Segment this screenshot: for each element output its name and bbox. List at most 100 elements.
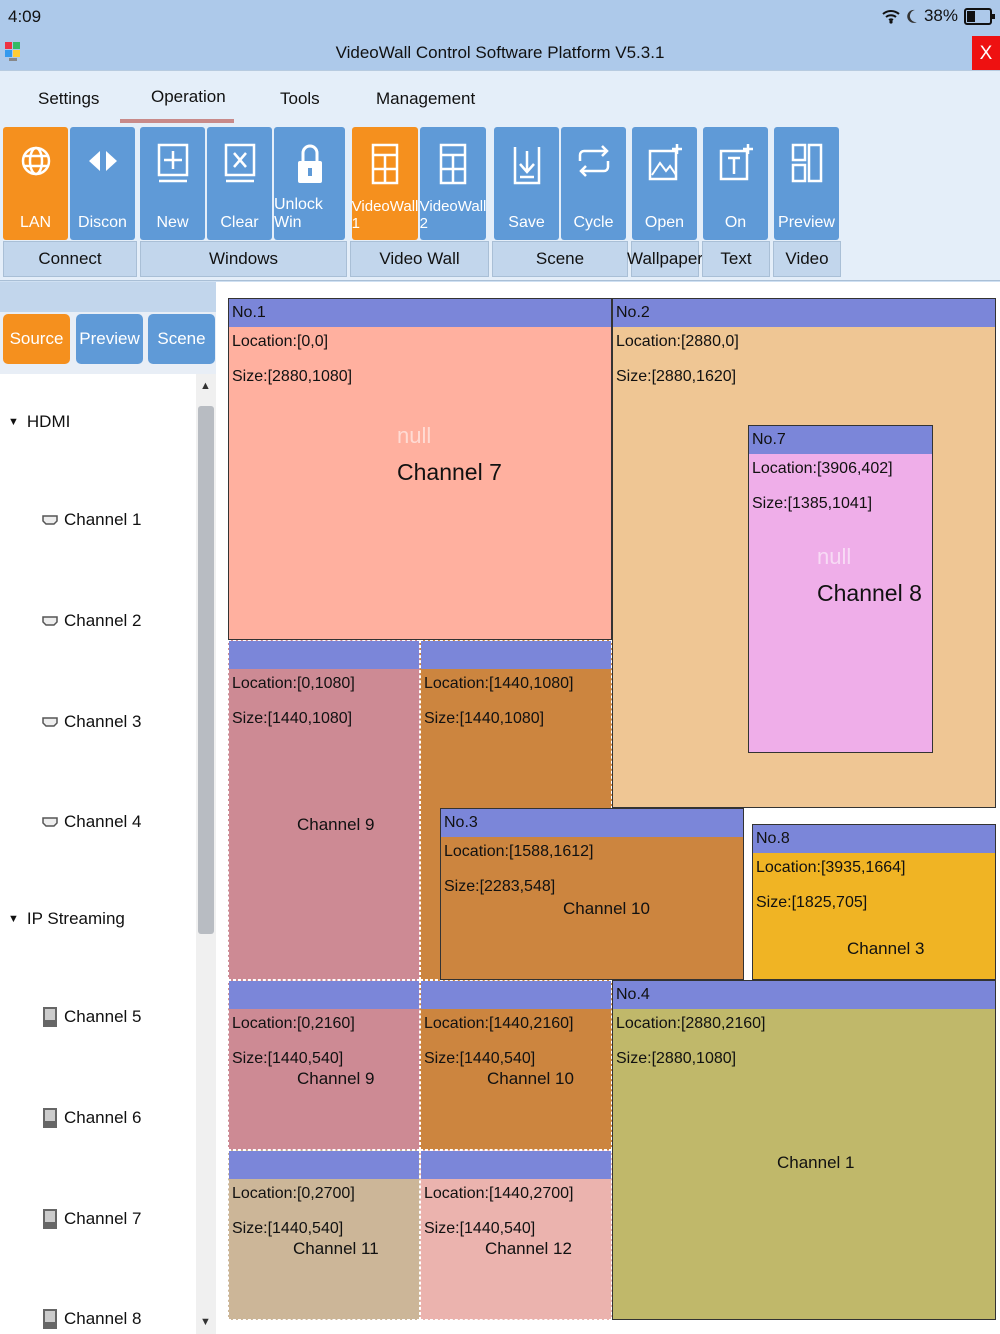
menu-tools[interactable]: Tools	[280, 89, 320, 108]
videowall-2-label: VideoWall 2	[419, 198, 487, 232]
text-add-icon	[719, 144, 753, 181]
hdmi-port-icon	[42, 515, 58, 525]
cycle-scene-button[interactable]: Cycle	[561, 127, 626, 240]
window-header[interactable]: No.3	[441, 809, 743, 837]
window-location: Location:[3906,402]	[752, 460, 893, 477]
tree-item-channel-1[interactable]: Channel 1	[42, 510, 142, 530]
window-header[interactable]: No.8	[753, 825, 995, 853]
tree-item-channel-7[interactable]: Channel 7	[42, 1208, 142, 1230]
tree-item-label: Channel 3	[64, 712, 142, 731]
window-channel: Channel 1	[777, 1153, 855, 1172]
window-location: Location:[1588,1612]	[444, 843, 594, 860]
window-channel: Channel 11	[293, 1239, 379, 1258]
preview-layout-icon	[791, 143, 822, 183]
text-on-button[interactable]: On	[703, 127, 768, 240]
scroll-thumb[interactable]	[198, 406, 214, 934]
menu-settings[interactable]: Settings	[38, 89, 100, 108]
videowall-canvas[interactable]: No.1 Location:[0,0] Size:[2880,1080] nul…	[216, 282, 1000, 1334]
close-button[interactable]: X	[972, 36, 1000, 70]
lan-button[interactable]: LAN	[3, 127, 68, 240]
window-header[interactable]: No.7	[749, 426, 932, 454]
window-location: Location:[1440,2160]	[424, 1015, 574, 1032]
tree-group-ip-streaming[interactable]: ▼IP Streaming	[8, 909, 125, 929]
window-header[interactable]: No.4	[613, 981, 995, 1009]
window-location: Location:[0,2160]	[232, 1015, 355, 1032]
source-null-text: null	[397, 423, 432, 448]
window-header[interactable]	[421, 1151, 611, 1179]
ip-stream-icon	[43, 1108, 57, 1128]
window-location: Location:[1440,2700]	[424, 1185, 574, 1202]
window-header[interactable]	[229, 641, 419, 669]
window-channel: Channel 9	[297, 815, 375, 834]
window-channel: Channel 10	[487, 1069, 574, 1088]
new-window-button[interactable]: New	[140, 127, 205, 240]
tree-item-label: Channel 7	[64, 1209, 142, 1228]
videowall-1-label: VideoWall 1	[351, 198, 419, 232]
save-scene-button[interactable]: Save	[494, 127, 559, 240]
group-video: Video	[773, 241, 841, 277]
tree-item-channel-2[interactable]: Channel 2	[42, 611, 142, 631]
tree-item-channel-5[interactable]: Channel 5	[42, 1006, 142, 1028]
ribbon-toolbar: LAN Discon New Clear Unlock Win VideoWal…	[0, 124, 1000, 281]
tree-item-channel-3[interactable]: Channel 3	[42, 712, 142, 732]
menu-management[interactable]: Management	[376, 89, 476, 108]
window-split-r3c1[interactable]: Location:[0,2700] Size:[1440,540] Channe…	[228, 1150, 420, 1320]
videowall-grid-icon	[371, 143, 399, 185]
tree-scrollbar[interactable]: ▲ ▼	[196, 374, 216, 1334]
videowall-2-button[interactable]: VideoWall 2	[420, 127, 486, 240]
scroll-down-icon[interactable]: ▼	[200, 1316, 211, 1328]
image-add-icon	[648, 144, 682, 181]
videowall-1-button[interactable]: VideoWall 1	[352, 127, 418, 240]
menu-operation[interactable]: Operation	[151, 87, 226, 106]
window-split-r2c1[interactable]: Location:[0,2160] Size:[1440,540] Channe…	[228, 980, 420, 1150]
window-location: Location:[2880,2160]	[616, 1015, 766, 1032]
window-location: Location:[0,0]	[232, 333, 329, 350]
status-time: 4:09	[8, 7, 42, 26]
disconnect-button[interactable]: Discon	[70, 127, 135, 240]
tab-source[interactable]: Source	[3, 314, 70, 364]
window-no8[interactable]: No.8 Location:[3935,1664] Size:[1825,705…	[752, 824, 996, 980]
scroll-up-icon[interactable]: ▲	[200, 380, 211, 392]
window-header[interactable]	[421, 981, 611, 1009]
preview-video-button[interactable]: Preview	[774, 127, 839, 240]
window-split-r3c2[interactable]: Location:[1440,2700] Size:[1440,540] Cha…	[420, 1150, 612, 1320]
window-split-r2c2[interactable]: Location:[1440,2160] Size:[1440,540] Cha…	[420, 980, 612, 1150]
window-no3[interactable]: No.3 Location:[1588,1612] Size:[2283,548…	[440, 808, 744, 980]
window-location: Location:[2880,0]	[616, 333, 739, 350]
clear-windows-button[interactable]: Clear	[207, 127, 272, 240]
moon-icon	[907, 9, 917, 23]
window-no1[interactable]: No.1 Location:[0,0] Size:[2880,1080] nul…	[228, 298, 612, 640]
battery-icon	[964, 7, 995, 25]
window-channel: Channel 9	[297, 1069, 375, 1088]
window-header[interactable]: No.1	[229, 299, 611, 327]
group-windows: Windows	[140, 241, 347, 277]
window-location: Location:[0,2700]	[232, 1185, 355, 1202]
tree-item-channel-6[interactable]: Channel 6	[42, 1107, 142, 1129]
tree-item-channel-4[interactable]: Channel 4	[42, 812, 142, 832]
unlock-window-button[interactable]: Unlock Win	[274, 127, 345, 240]
tree-item-channel-8[interactable]: Channel 8	[42, 1308, 142, 1330]
tab-scene[interactable]: Scene	[148, 314, 215, 364]
window-header[interactable]: No.2	[613, 299, 995, 327]
tree-item-label: Channel 8	[64, 1309, 142, 1328]
open-wallpaper-button[interactable]: Open	[632, 127, 697, 240]
ip-stream-icon	[43, 1209, 57, 1229]
unlock-label: Unlock Win	[274, 196, 323, 231]
window-title: VideoWall Control Software Platform V5.3…	[335, 43, 665, 62]
battery-percent: 38%	[923, 6, 958, 25]
source-panel: Source Preview Scene ▼HDMI Channel 1 Cha…	[0, 282, 216, 1334]
menu-bar: Settings Operation Tools Management	[0, 70, 1000, 125]
window-header[interactable]	[229, 981, 419, 1009]
videowall-grid-icon	[439, 143, 467, 185]
wifi-icon	[882, 9, 900, 24]
lock-icon	[297, 144, 322, 183]
tree-group-hdmi[interactable]: ▼HDMI	[8, 412, 70, 432]
window-header[interactable]	[229, 1151, 419, 1179]
window-no4[interactable]: No.4 Location:[2880,2160] Size:[2880,108…	[612, 980, 996, 1320]
group-video-wall: Video Wall	[350, 241, 489, 277]
window-header[interactable]	[421, 641, 611, 669]
window-split-r1c1[interactable]: Location:[0,1080] Size:[1440,1080] Chann…	[228, 640, 420, 980]
tab-preview[interactable]: Preview	[76, 314, 143, 364]
window-no7[interactable]: No.7 Location:[3906,402] Size:[1385,1041…	[748, 425, 933, 753]
tree-item-label: Channel 6	[64, 1108, 142, 1127]
